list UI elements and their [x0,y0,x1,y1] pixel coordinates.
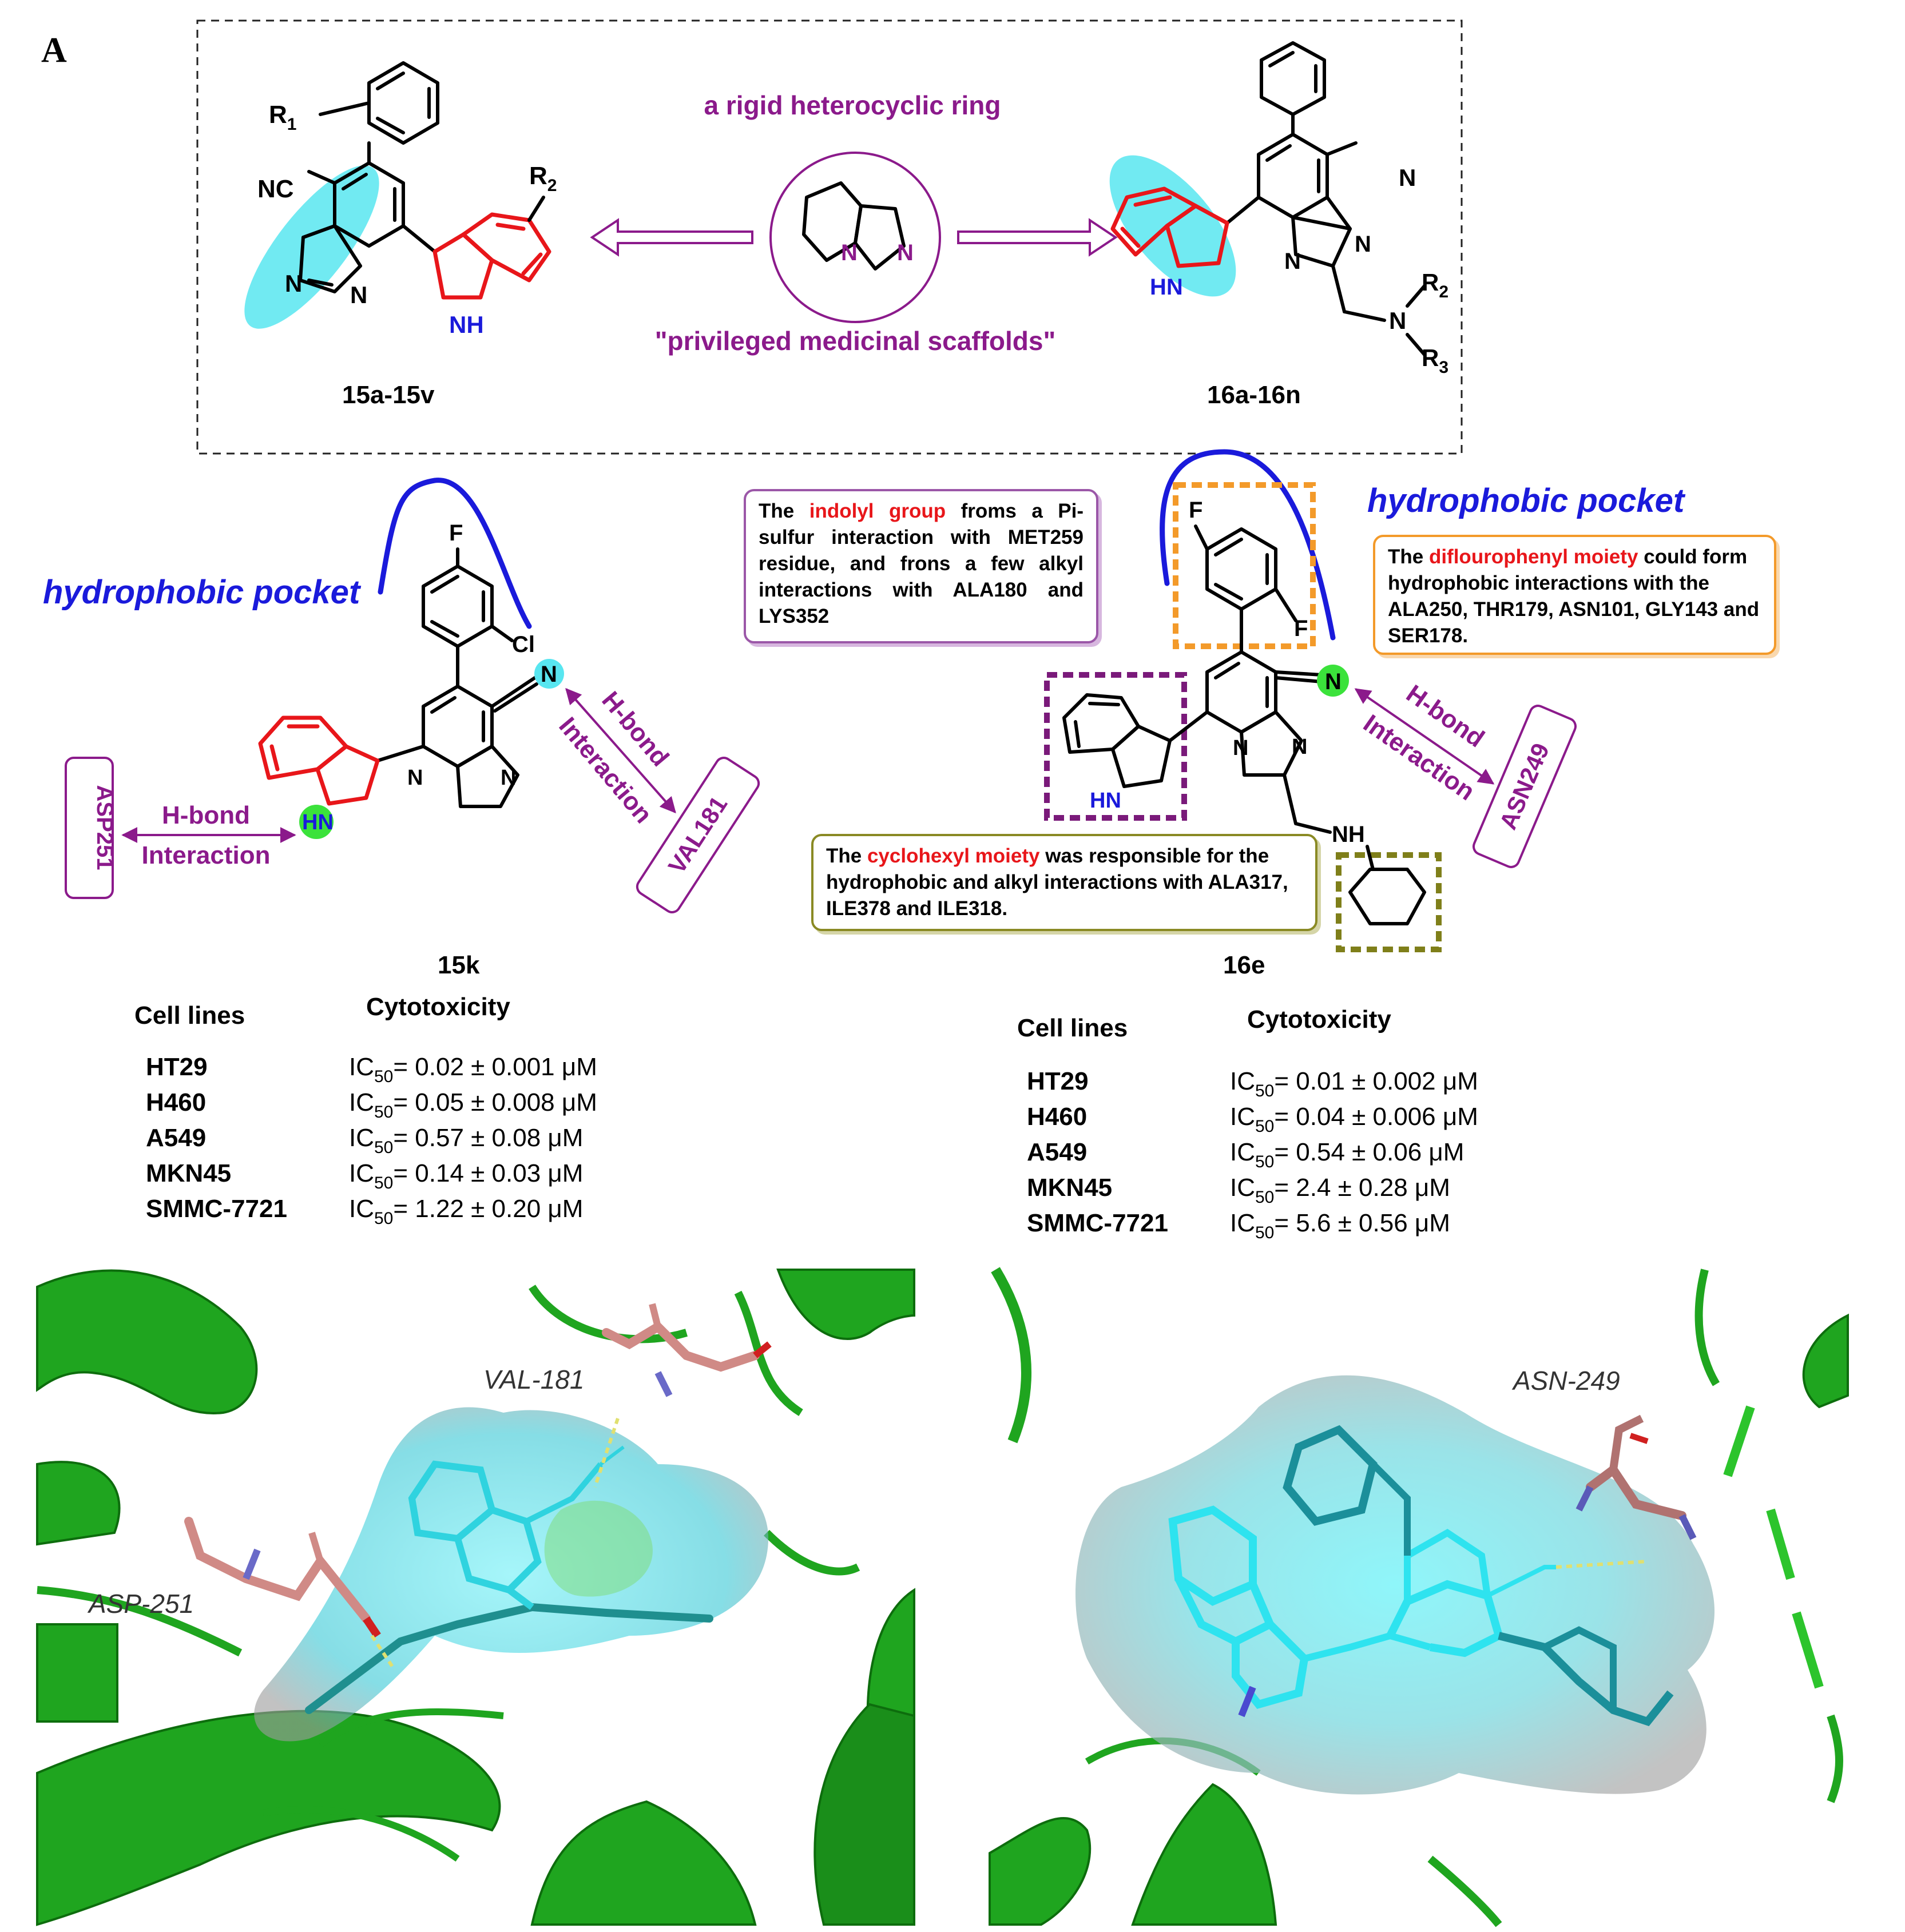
compound-15k: 15k [438,951,480,979]
series-16a-16n: 16a-16n [1207,381,1301,409]
table-left-value: IC50= 1.22 ± 0.20 μM [349,1195,583,1228]
atom-n-16e-ring: N [1233,736,1248,760]
table-left-value: IC50= 0.05 ± 0.008 μM [349,1088,597,1122]
table-left-cell: A549 [146,1124,206,1152]
table-left-value: IC50= 0.57 ± 0.08 μM [349,1124,583,1157]
table-right-cell: HT29 [1027,1067,1089,1095]
atom-f2-16e: F [1294,616,1308,641]
green-n-highlight-16e [1317,665,1349,697]
structure-15a-15v [244,61,551,329]
table-left-value: IC50= 0.02 ± 0.001 μM [349,1053,597,1086]
atom-n-left: N [285,270,302,297]
residue-box-val181 [636,757,760,913]
atom-r3-right: R3 [1422,344,1448,377]
atom-cl-15k: Cl [512,632,535,657]
indole-dashed-box [1044,672,1187,821]
table-left-col1: Cell lines [134,1001,245,1029]
atom-n-amine-right: N [1389,307,1406,334]
table-right-cell: MKN45 [1027,1174,1112,1202]
hbond-label-left: H-bond [162,801,250,829]
note-cyclohexyl: The cyclohexyl moiety was responsible fo… [811,834,1317,931]
scaffold-n1: N [841,240,858,265]
hbond-arrow-16e [1354,688,1495,785]
hydrophobic-pocket-left: hydrophobic pocket [43,574,362,611]
note-indolyl: The indolyl group froms a Pi-sulfur inte… [744,489,1098,643]
table-left-rows: HT29 H460 A549 MKN45 SMMC-7721 IC50= 0.0… [146,1053,597,1228]
atom-r2-right: R2 [1422,269,1448,301]
pocket-curve-right [1160,449,1336,641]
atom-r1: R1 [269,101,296,134]
atom-n-15k-ring: N [407,766,423,790]
atom-n-nitrile-right: N [1399,164,1416,191]
atom-n-16e: N [1325,669,1342,694]
docking-b-asp251: ASP-251 [87,1589,194,1619]
arrow-left [590,218,753,257]
imidazopyridine-core [802,181,906,271]
series-15a-15v: 15a-15v [342,381,435,409]
table-left-cell: H460 [146,1088,206,1116]
residue-box-asp251 [65,757,114,899]
table-right-col2: Cytotoxicity [1247,1005,1391,1033]
residue-asp251: ASP251 [92,785,117,870]
note-difluorophenyl: The diflourophenyl moiety could form hyd… [1373,535,1776,655]
hbond-arrow-right-15k [565,687,676,814]
structure-15k [258,547,538,808]
atom-r2: R2 [529,162,557,195]
compound-16e: 16e [1223,951,1265,979]
atom-hn-15k: HN [302,810,334,834]
table-left-col2: Cytotoxicity [366,993,510,1021]
table-left-value: IC50= 0.14 ± 0.03 μM [349,1159,583,1192]
table-right-value: IC50= 2.4 ± 0.28 μM [1230,1174,1450,1207]
table-right-value: IC50= 0.04 ± 0.006 μM [1230,1103,1478,1136]
atom-nc-left: NC [257,175,294,203]
structure-16a-16n [1109,41,1426,356]
docking-image-b [36,1269,915,1926]
atom-nh-16e: NH [1332,822,1365,847]
atom-n-15k: N [541,662,557,687]
atom-n-15k-ring2: N [501,766,516,790]
cyclohexyl-dashed-box [1336,852,1442,952]
green-hn-highlight-15k [299,805,334,839]
interaction-label-left: Interaction [142,841,271,869]
hydrophobic-pocket-right: hydrophobic pocket [1367,482,1686,519]
atom-f-15k: F [449,520,463,546]
pocket-curve-left [378,478,532,629]
difluoro-dashed-box [1173,482,1316,649]
table-right-rows: HT29 H460 A549 MKN45 SMMC-7721 IC50= 0.0… [1027,1067,1478,1242]
panel-label-a: A [41,31,67,70]
table-right-value: IC50= 5.6 ± 0.56 μM [1230,1209,1450,1242]
structure-16e [1062,524,1426,925]
scaffold-top-caption: a rigid heterocyclic ring [704,90,1001,120]
scaffold-circle [769,152,941,323]
atom-hn-16e: HN [1090,789,1121,813]
docking-image-c [989,1267,1849,1927]
cyan-n-highlight-15k [534,659,564,689]
table-right-cell: H460 [1027,1103,1087,1131]
scaffold-n2: N [897,240,914,265]
atom-n-16e-ring2: N [1292,735,1307,759]
docking-b-val181: VAL-181 [483,1365,584,1394]
atom-f1-16e: F [1189,498,1202,523]
atom-n-right-ring: N [1284,249,1301,274]
table-right-cell: A549 [1027,1138,1087,1166]
table-right-value: IC50= 0.54 ± 0.06 μM [1230,1138,1464,1171]
atom-n-left-2: N [350,281,367,308]
atom-nh-left: NH [449,311,484,338]
table-left-cell: SMMC-7721 [146,1195,287,1223]
docking-c-asn249: ASN-249 [1511,1366,1620,1396]
residue-box-asn249 [1472,705,1577,868]
table-right-cell: SMMC-7721 [1027,1209,1168,1237]
scaffold-box [196,19,1463,455]
table-left-cell: HT29 [146,1053,208,1081]
atom-n-right-ring2: N [1355,232,1371,257]
atom-hn-right: HN [1150,275,1183,300]
table-left-cell: MKN45 [146,1159,231,1187]
arrow-right [957,218,1118,257]
scaffold-bottom-caption: "privileged medicinal scaffolds" [655,326,1056,356]
table-right-col1: Cell lines [1017,1014,1128,1042]
table-right-value: IC50= 0.01 ± 0.002 μM [1230,1067,1478,1100]
